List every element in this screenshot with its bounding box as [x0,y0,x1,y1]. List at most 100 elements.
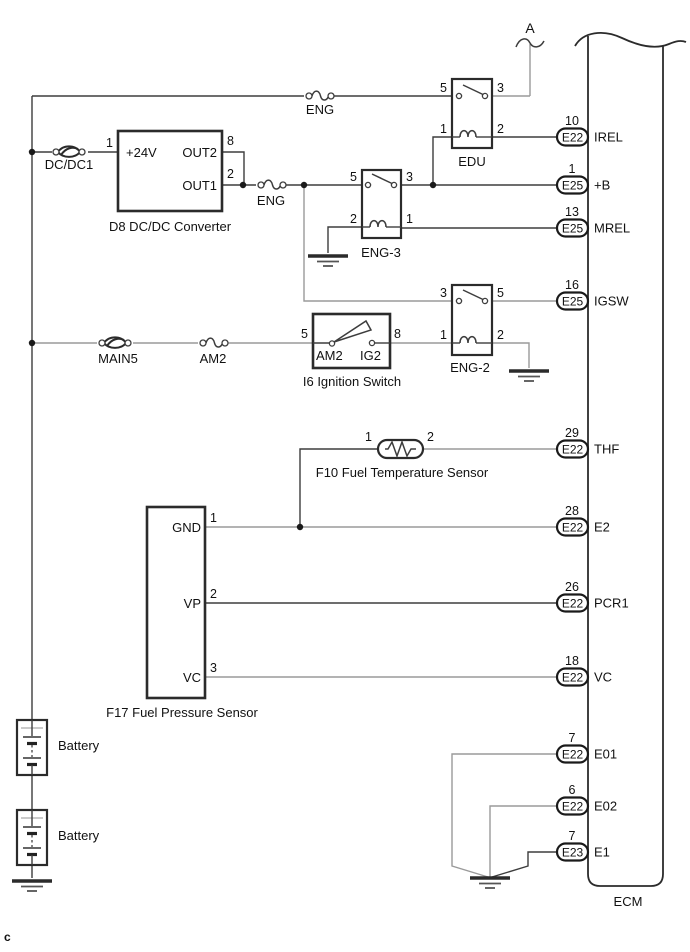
terminal-pin-number: 28 [565,504,579,518]
terminal-igsw: 16 E25 IGSW [555,278,629,311]
terminal-connector-code: E22 [562,131,584,145]
fusible-link-dcdc1-icon [52,145,86,158]
terminal-e01: 7 E22 E01 [555,731,617,764]
terminal-pin-number: 1 [569,162,576,176]
fusible-link-main5-label: MAIN5 [98,351,138,366]
junction-dot [429,181,437,189]
ignition-contact-am2-icon [328,340,336,347]
relay-edu-pin5: 5 [440,81,447,95]
terminal-thf: 29 E22 THF [555,426,619,459]
terminal-signal-label: E1 [594,845,610,860]
ecm-label: ECM [614,894,643,909]
ignition-switch: 5 8 AM2 IG2 I6 Ignition Switch [301,312,401,389]
ground-icon-ecm [468,876,512,890]
terminal-signal-label: E01 [594,747,617,762]
dcdc-converter: +24V OUT2 OUT1 1 8 2 D8 DC/DC Converter [106,129,234,234]
fuse-eng-top-icon [305,90,335,101]
relay-eng3-pin3: 3 [406,170,413,184]
fp-pin2: 2 [210,587,217,601]
junction-dot [28,148,36,156]
fusible-link-main5-icon [98,336,132,349]
fp-pin3: 3 [210,661,217,675]
fuse-eng-mid-label: ENG [257,193,285,208]
junction-dot [296,523,304,531]
offpage-break-icon [515,38,545,48]
relay-eng2-name: ENG-2 [450,360,490,375]
terminal-e1: 7 E23 E1 [555,829,610,862]
terminal-connector-code: E22 [562,597,584,611]
battery-top: Battery [15,718,100,777]
fuel-temp-pin1: 1 [365,430,372,444]
wire-e01-to-ground [451,753,557,878]
relay-eng2-pin1: 1 [440,328,447,342]
terminal-plusb: 1 E25 +B [555,162,610,195]
fuel-pressure-sensor-body [145,505,207,700]
terminal-oval [555,593,590,613]
wires-dark [31,95,557,878]
ground-icon-battery [10,879,54,893]
battery-bottom-label: Battery [58,828,100,843]
terminal-vc: 18 E22 VC [555,654,612,687]
relay-edu-pin2: 2 [497,122,504,136]
fuse-eng-top-label: ENG [306,102,334,117]
ignition-ig2-label: IG2 [360,348,381,363]
fuse-eng-mid-icon [257,179,287,190]
relay-eng2-body [450,283,494,357]
terminal-signal-label: IREL [594,130,623,145]
terminal-pin-number: 13 [565,205,579,219]
junction-dot [239,181,247,189]
terminal-connector-code: E23 [562,846,584,860]
terminal-pin-number: 6 [569,783,576,797]
fuel-temp-sensor-name: F10 Fuel Temperature Sensor [316,465,489,480]
terminal-signal-label: VC [594,670,612,685]
relay-eng3-pin5: 5 [350,170,357,184]
terminal-pin-number: 10 [565,114,579,128]
wire-edu-coil-feed [432,136,452,185]
converter-pin-out1: 2 [227,167,234,181]
terminal-pin-number: 18 [565,654,579,668]
converter-out2-label: OUT2 [182,145,217,160]
ground-icon-eng2 [507,369,551,383]
fuel-temp-pin2: 2 [427,430,434,444]
relay-edu-pin3: 3 [497,81,504,95]
relay-eng2-pin3: 3 [440,286,447,300]
fp-pin1: 1 [210,511,217,525]
relay-edu: 5 3 1 2 EDU [440,77,504,169]
ignition-switch-name: I6 Ignition Switch [303,374,401,389]
junction-dot [300,181,308,189]
terminal-connector-code: E22 [562,800,584,814]
wire-e1-to-ground [491,851,557,878]
terminal-pin-number: 29 [565,426,579,440]
ecm-top-break-icon [574,31,687,48]
ignition-contact-ig2-icon [368,339,376,347]
terminal-oval [555,439,590,459]
terminal-e2: 28 E22 E2 [555,504,610,537]
ecm-unit: ECM [574,31,687,909]
fuel-temp-resistor-icon [385,439,416,459]
ecm-body [587,36,664,887]
fuel-pressure-sensor: GND VP VC 1 2 3 F17 Fuel Pressure Sensor [106,505,259,720]
ignition-pin5: 5 [301,327,308,341]
terminal-oval [555,796,590,816]
terminal-connector-code: E22 [562,443,584,457]
ground-icon-eng3 [306,254,350,268]
fp-vp-label: VP [184,596,201,611]
converter-out1-label: OUT1 [182,178,217,193]
terminal-connector-code: E22 [562,521,584,535]
fp-gnd-label: GND [172,520,201,535]
terminal-pcr1: 26 E22 PCR1 [555,580,629,613]
converter-pin-out2: 8 [227,134,234,148]
junction-dot [28,339,36,347]
relay-eng3: 5 3 2 1 ENG-3 [350,168,413,260]
converter-pin-in: 1 [106,136,113,150]
terminal-connector-code: E25 [562,179,584,193]
terminal-oval [555,127,590,147]
ignition-key-icon [333,319,373,343]
relay-eng3-pin1: 1 [406,212,413,226]
fuel-pressure-sensor-name: F17 Fuel Pressure Sensor [106,705,258,720]
terminal-pin-number: 16 [565,278,579,292]
dcdc-converter-body [116,129,224,213]
converter-input-label: +24V [126,145,157,160]
terminal-pin-number: 7 [569,731,576,745]
terminal-oval [555,517,590,537]
